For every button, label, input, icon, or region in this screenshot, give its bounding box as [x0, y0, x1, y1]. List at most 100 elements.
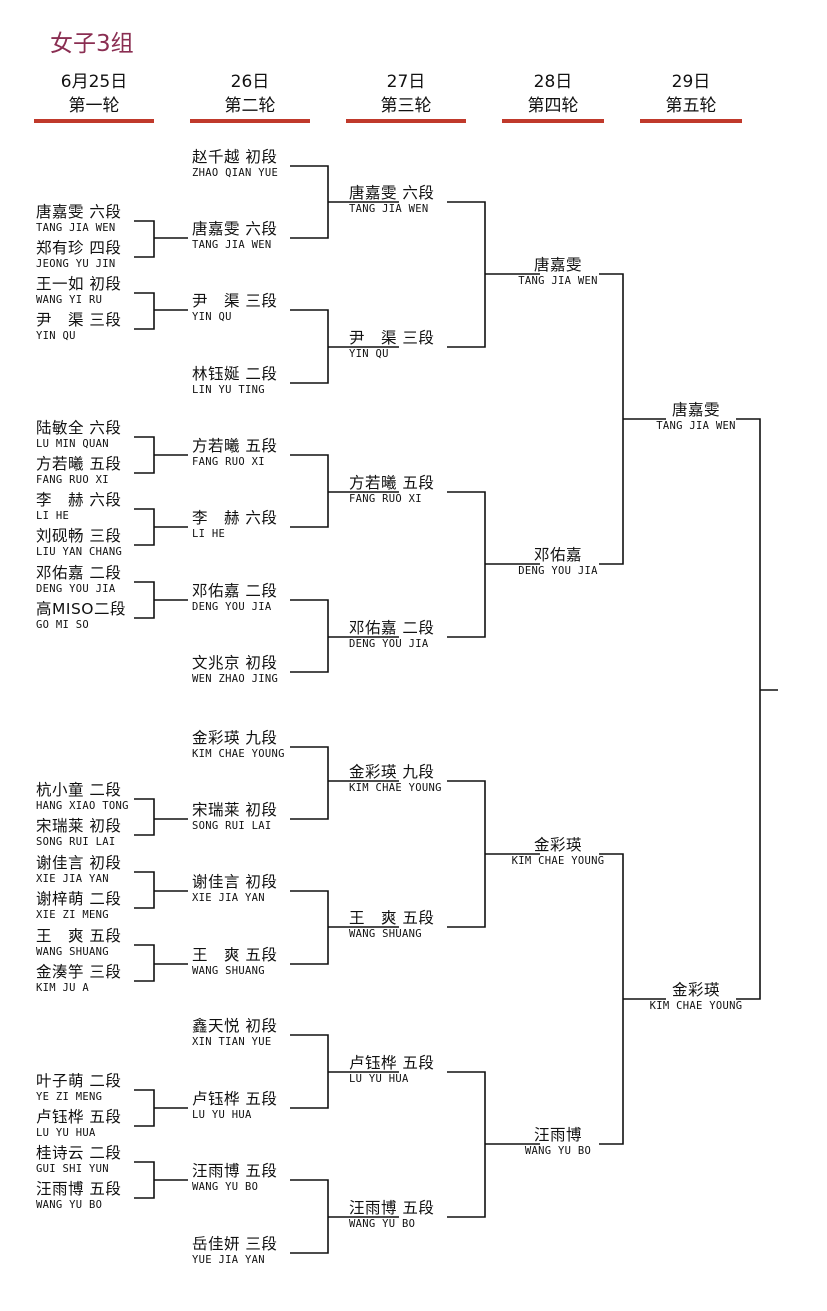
player-name: 方若曦 五段 [349, 474, 435, 492]
player-romanized-name: YIN QU [192, 311, 232, 323]
player-romanized-name: TANG JIA WEN [518, 275, 598, 287]
player-romanized-name: WANG SHUANG [349, 928, 422, 940]
player-name: 谢佳言 初段 [36, 854, 122, 872]
bracket-connector [290, 599, 329, 673]
player-romanized-name: FANG RUO XI [192, 456, 265, 468]
player-name: 金彩瑛 [671, 981, 720, 999]
round-underline [346, 119, 466, 123]
player-name: 岳佳妍 三段 [192, 1235, 278, 1253]
player-romanized-name: WANG SHUANG [192, 965, 265, 977]
round-name: 第四轮 [527, 96, 579, 116]
player-romanized-name: TANG JIA WEN [656, 420, 736, 432]
bracket-connector [290, 746, 329, 820]
player-name: 邓佑嘉 二段 [192, 582, 278, 600]
bracket-connector [134, 436, 155, 474]
player-name: 唐嘉雯 六段 [36, 203, 122, 221]
player-name: 王一如 初段 [36, 275, 122, 293]
round-date: 27日 [386, 72, 426, 92]
round-name: 第一轮 [68, 96, 120, 116]
player-romanized-name: DENG YOU JIA [192, 601, 272, 613]
bracket-connector [290, 1034, 329, 1109]
player-romanized-name: KIM CHAE YOUNG [511, 855, 605, 867]
round-date: 6月25日 [60, 72, 128, 92]
bracket-connector [134, 1089, 155, 1127]
player-name: 李 赫 六段 [36, 491, 122, 509]
player-romanized-name: XIE ZI MENG [36, 909, 109, 921]
bracket-connector [290, 454, 329, 528]
round-header-4: 28日 第四轮 [502, 70, 604, 118]
player-name: 邓佑嘉 [533, 546, 582, 564]
player-romanized-name: YIN QU [36, 330, 76, 342]
round-underline [34, 119, 154, 123]
bracket-connector [134, 944, 155, 982]
player-romanized-name: DENG YOU JIA [349, 638, 429, 650]
player-romanized-name: TANG JIA WEN [349, 203, 429, 215]
player-name: 王 爽 五段 [349, 909, 435, 927]
player-name: 邓佑嘉 二段 [349, 619, 435, 637]
player-romanized-name: LIU YAN CHANG [36, 546, 123, 558]
player-romanized-name: LIN YU TING [192, 384, 265, 396]
player-romanized-name: FANG RUO XI [36, 474, 109, 486]
player-name: 尹 渠 三段 [36, 311, 122, 329]
player-romanized-name: KIM CHAE YOUNG [192, 748, 285, 760]
player-name: 卢钰桦 五段 [192, 1090, 278, 1108]
player-romanized-name: WANG SHUANG [36, 946, 109, 958]
player-name: 金彩瑛 九段 [349, 763, 435, 781]
player-name: 高MISO二段 [36, 600, 126, 618]
player-name: 王 爽 五段 [36, 927, 122, 945]
player-name: 唐嘉雯 [671, 401, 720, 419]
player-name: 王 爽 五段 [192, 946, 278, 964]
player-romanized-name: YUE JIA YAN [192, 1254, 265, 1266]
player-name: 陆敏全 六段 [36, 419, 122, 437]
player-romanized-name: YE ZI MENG [36, 1091, 103, 1103]
bracket-connector [290, 890, 329, 965]
player-romanized-name: LU MIN QUAN [36, 438, 109, 450]
round-underline [640, 119, 742, 123]
player-name: 文兆京 初段 [192, 654, 278, 672]
player-name: 汪雨博 五段 [192, 1162, 278, 1180]
bracket-connector [134, 292, 155, 330]
player-name: 叶子萌 二段 [36, 1072, 122, 1090]
player-romanized-name: WANG YU BO [192, 1181, 259, 1193]
player-name: 方若曦 五段 [36, 455, 122, 473]
player-romanized-name: LI HE [36, 510, 70, 522]
round-header-2: 26日 第二轮 [190, 70, 310, 118]
player-name: 方若曦 五段 [192, 437, 278, 455]
player-name: 汪雨博 [533, 1126, 582, 1144]
bracket-connector [134, 1161, 155, 1199]
player-romanized-name: FANG RUO XI [349, 493, 422, 505]
player-romanized-name: WANG YU BO [524, 1145, 592, 1157]
round-name: 第三轮 [380, 96, 432, 116]
bracket-connector [447, 1071, 486, 1218]
player-romanized-name: YIN QU [349, 348, 389, 360]
bracket-connector [134, 581, 155, 619]
player-romanized-name: JEONG YU JIN [36, 258, 116, 270]
player-romanized-name: WEN ZHAO JING [192, 673, 279, 685]
player-romanized-name: LU YU HUA [192, 1109, 252, 1121]
player-name: 金彩瑛 九段 [192, 729, 278, 747]
bracket-connector [134, 220, 155, 258]
